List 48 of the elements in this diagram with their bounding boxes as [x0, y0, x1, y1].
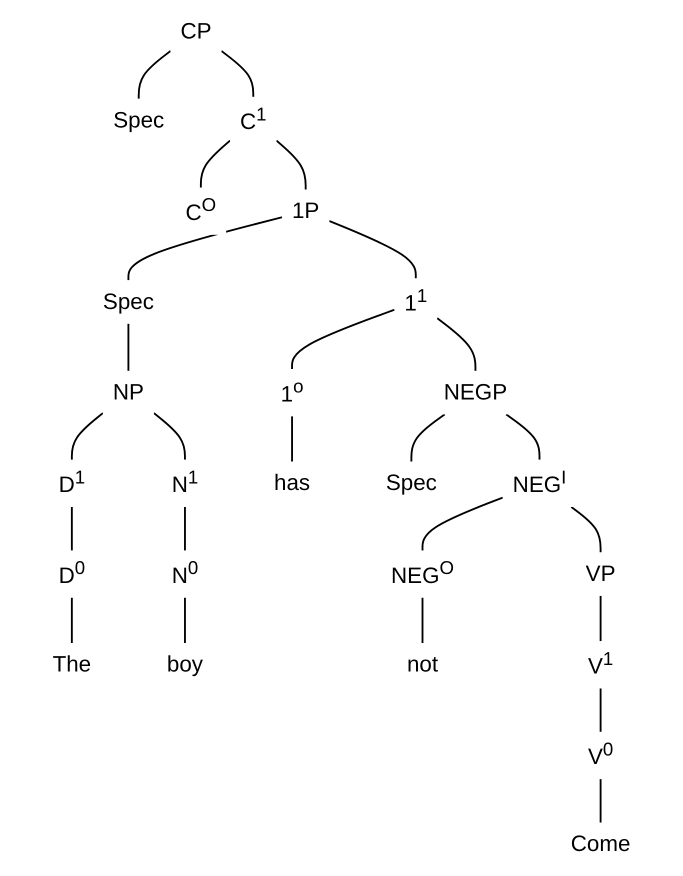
connector: [70, 506, 73, 550]
connector: [153, 412, 186, 460]
node-text: D$^{0}$: [58, 558, 86, 588]
node-text: NEG$^{I}$: [512, 467, 566, 498]
node-text: N$^{0}$: [172, 558, 198, 588]
connector: [200, 140, 231, 188]
node-text: V$^{0}$: [588, 739, 614, 770]
node-text: NEGP: [444, 380, 508, 404]
node-text: D$^{1}$: [58, 467, 86, 498]
connector: [410, 414, 446, 462]
connector: [127, 216, 282, 280]
connector: [506, 414, 540, 460]
node-text: NEG$^{O}$: [391, 558, 454, 588]
node-text: Spec: [102, 288, 154, 314]
connector: [184, 506, 186, 550]
connector: [328, 220, 417, 278]
connector: [422, 496, 504, 550]
connector: [276, 140, 307, 190]
node-text: 1$^{1}$: [404, 286, 428, 316]
node-text: has: [274, 470, 310, 496]
connector: [138, 50, 172, 99]
node-text: N$^{1}$: [172, 467, 198, 498]
node-text: CP: [180, 18, 212, 44]
node-text: V$^{1}$: [588, 648, 614, 678]
connector: [570, 506, 602, 552]
connector: [422, 598, 424, 644]
node-text: 1P: [292, 198, 320, 224]
node-text: Come: [570, 831, 630, 856]
node-text: not: [406, 652, 438, 677]
connector: [291, 308, 395, 370]
connector: [220, 50, 254, 97]
connector: [70, 598, 73, 644]
node-text: NP: [112, 380, 144, 404]
connector: [600, 779, 602, 823]
connector: [127, 324, 130, 371]
node-text: boy: [166, 652, 203, 677]
connector: [600, 688, 602, 732]
node-text: Spec: [113, 107, 164, 132]
node-text: The: [52, 652, 92, 677]
node-text: Spec: [386, 470, 437, 496]
node-text: 1$^{o}$: [280, 376, 304, 406]
node-text: VP: [586, 561, 616, 586]
connector: [291, 416, 293, 462]
connector: [70, 412, 104, 460]
node-text: C$^{1}$: [240, 104, 267, 134]
connector: [184, 598, 186, 644]
connector: [436, 317, 476, 371]
connector: [600, 596, 602, 642]
